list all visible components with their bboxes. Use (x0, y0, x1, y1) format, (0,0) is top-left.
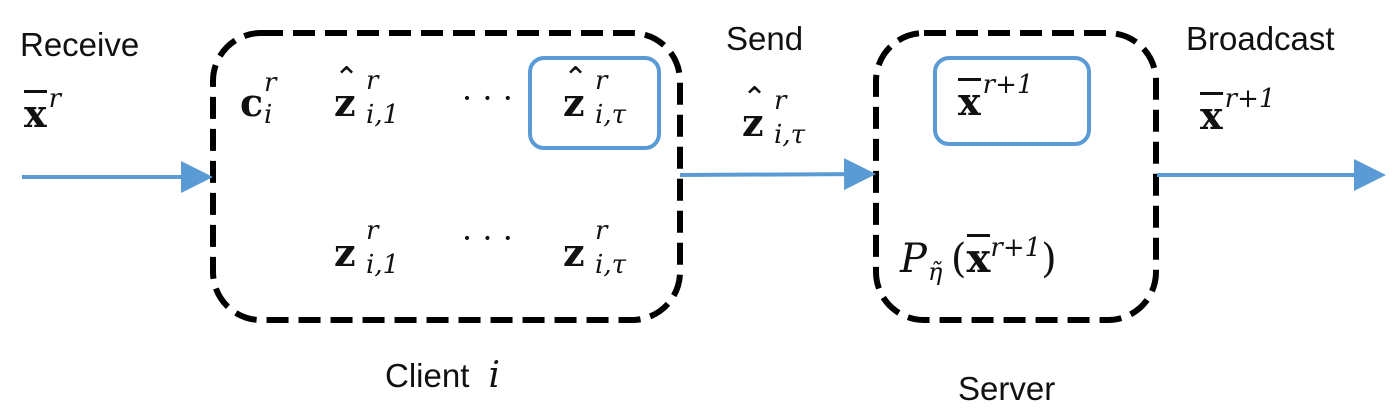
broadcast-label: Broadcast (1186, 20, 1335, 57)
client-highlight-box (528, 56, 661, 150)
client-box (210, 30, 683, 323)
symbol-superscript: r (774, 86, 787, 116)
client-z-1-symbol: z r i,1 (334, 218, 399, 278)
receive-label: Receive (20, 26, 140, 63)
x-bar-symbol: x (24, 90, 47, 133)
send-symbol: ⌃z r i,τ (742, 84, 805, 149)
client-zhat-tau-symbol: ⌃z r i,τ (563, 64, 626, 129)
symbol-superscript: r (264, 68, 277, 98)
close-paren: ) (1041, 236, 1057, 282)
client-row2-ellipsis: · · · (462, 219, 513, 257)
open-paren: ( (950, 236, 967, 282)
client-zhat-1-symbol: ⌃z r i,1 (334, 64, 399, 129)
z-hat-symbol: ⌃z (334, 64, 359, 122)
server-highlight-box (933, 56, 1091, 146)
x-bar-symbol: x (966, 234, 991, 282)
symbol-base: x (958, 79, 981, 124)
symbol-base: x (1200, 93, 1223, 138)
symbol-subscript: i (264, 100, 273, 130)
symbol-base: z (563, 80, 585, 125)
symbol-base: z (334, 80, 356, 125)
client-z-tau-symbol: z r i,τ (563, 218, 626, 278)
symbol-superscript: r (366, 66, 379, 96)
projection-operator: P (900, 236, 927, 282)
symbol-superscript: r (366, 216, 379, 246)
hat-accent: ⌃ (334, 61, 360, 96)
client-label-text: Client (385, 357, 470, 394)
symbol-subscript: i,τ (595, 250, 626, 280)
send-arrow (679, 158, 876, 191)
client-row1-ellipsis: · · · (462, 79, 513, 117)
hat-accent: ⌃ (742, 81, 768, 116)
server-box (873, 30, 1159, 323)
symbol-superscript: r (595, 216, 608, 246)
client-index: i (488, 355, 501, 396)
symbol-base: z (742, 100, 764, 145)
symbol-subscript: i,1 (366, 250, 400, 280)
symbol-base: x (24, 91, 47, 136)
symbol-subscript: i,τ (774, 120, 805, 150)
send-label: Send (726, 20, 804, 57)
symbol-superscript: r (48, 84, 62, 114)
projection-subscript: η̃ (928, 258, 943, 286)
symbol-superscript: r+1 (982, 70, 1034, 100)
hat-accent: ⌃ (563, 61, 589, 96)
z-hat-symbol: ⌃z (742, 84, 767, 142)
z-hat-symbol: ⌃z (563, 64, 588, 122)
server-label: Server (958, 370, 1056, 407)
projection-superscript: r+1 (990, 233, 1042, 263)
symbol-base: c (240, 80, 264, 125)
symbol-base: x (966, 235, 991, 282)
x-bar-symbol: x (958, 78, 981, 121)
symbol-base: z (334, 230, 356, 275)
symbol-subscript: i,τ (595, 100, 626, 130)
client-c-symbol: c r i (240, 70, 276, 128)
client-label: Client i (385, 358, 500, 394)
symbol-superscript: r+1 (1224, 84, 1276, 114)
symbol-base: z (563, 230, 585, 275)
symbol-subscript: i,1 (366, 100, 400, 130)
x-bar-symbol: x (1200, 92, 1223, 135)
symbol-superscript: r (595, 66, 608, 96)
